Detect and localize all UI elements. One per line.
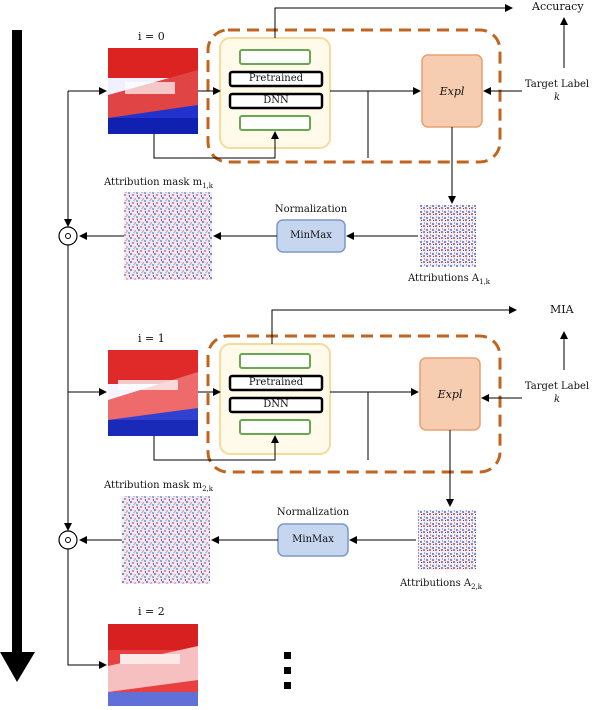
- explainer-dashed-frame-1: [206, 28, 502, 164]
- attribution-mask-text-2: Attribution mask m: [104, 480, 203, 491]
- attribution-mask-1: [124, 192, 212, 280]
- minmax-label-2: MinMax: [292, 534, 334, 545]
- expl-label-1: Expl: [439, 85, 465, 98]
- input-image-i0: [108, 48, 198, 134]
- explainer-dashed-frame-2: [206, 334, 502, 474]
- attributions-sub-2: 2,k: [471, 583, 483, 591]
- accuracy-label: Accuracy: [532, 0, 584, 13]
- normalization-label-2: Normalization: [276, 507, 350, 518]
- green-layer-bottom-2: [239, 419, 311, 435]
- dnn-label-1: DNN: [263, 95, 289, 106]
- attributions-label-2: Attributions A2,k: [400, 577, 482, 594]
- dnn-box-1: [228, 92, 324, 110]
- target-label-2-line1: Target Label: [524, 381, 590, 392]
- iteration-label-1: i = 1: [138, 332, 165, 345]
- attribution-mask-text-1: Attribution mask m: [104, 177, 203, 188]
- green-layer-top-1: [239, 49, 311, 65]
- target-label-1-k: k: [553, 92, 561, 103]
- multiply-node-2: [58, 530, 78, 550]
- timeline-arrow: [0, 30, 35, 682]
- target-label-2-k: k: [553, 394, 561, 405]
- attribution-mask-2: [122, 496, 210, 584]
- dnn-box-2: [228, 396, 324, 414]
- attribution-mask-label-2: Attribution mask m2,k: [104, 479, 213, 496]
- iteration-label-2: i = 2: [138, 605, 165, 618]
- pretrained-label-2: Pretrained: [248, 377, 304, 388]
- attribution-mask-label-1: Attribution mask m1,k: [104, 176, 213, 193]
- green-layer-bottom-1: [239, 115, 311, 131]
- ellipsis-dots: [284, 652, 291, 689]
- attributions-map-1: [420, 205, 476, 267]
- attributions-label-1: Attributions A1,k: [408, 272, 490, 289]
- attributions-sub-1: 1,k: [479, 278, 491, 286]
- target-label-1-line1: Target Label: [524, 79, 590, 90]
- dnn-label-2: DNN: [263, 399, 289, 410]
- attributions-text-1: Attributions A: [408, 273, 480, 284]
- target-label-2: Target Label k: [522, 380, 592, 406]
- attribution-mask-sub-2: 2,k: [202, 485, 213, 493]
- pretrained-label-1: Pretrained: [248, 73, 304, 84]
- normalization-label-1: Normalization: [274, 204, 348, 215]
- pretrained-box-1: [228, 70, 324, 88]
- green-layer-top-2: [239, 353, 311, 369]
- attributions-map-2: [418, 510, 476, 570]
- mia-label: MIA: [550, 303, 574, 316]
- attribution-mask-sub-1: 1,k: [202, 182, 213, 190]
- iteration-label-0: i = 0: [138, 30, 165, 43]
- multiply-node-1: [58, 226, 78, 246]
- input-image-i2: [108, 624, 198, 706]
- pretrained-box-2: [228, 374, 324, 392]
- minmax-label-1: MinMax: [290, 230, 332, 241]
- target-label-1: Target Label k: [522, 78, 592, 104]
- expl-label-2: Expl: [437, 388, 463, 401]
- attributions-text-2: Attributions A: [400, 578, 472, 589]
- input-image-i1: [108, 350, 198, 436]
